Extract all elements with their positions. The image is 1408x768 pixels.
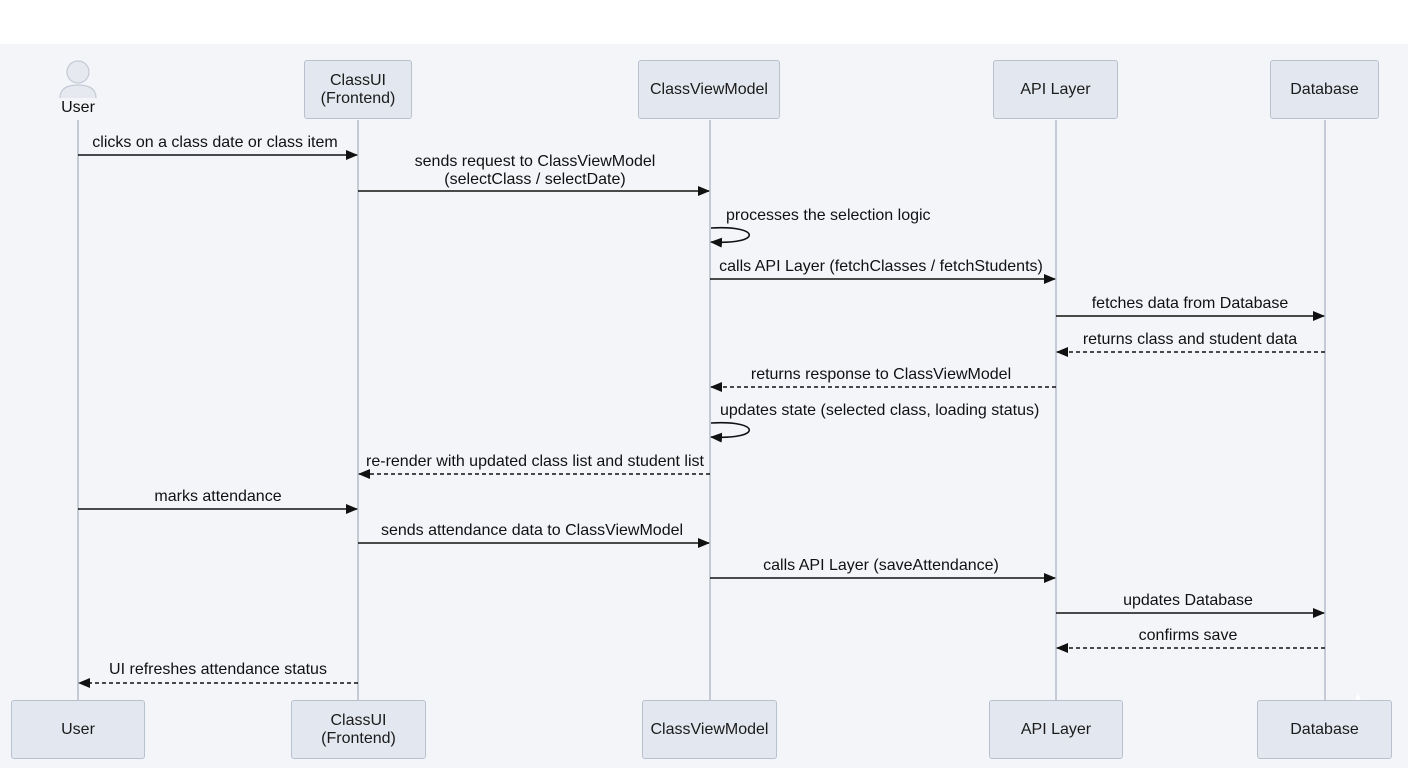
- message-label-6: returns class and student data: [1082, 331, 1298, 348]
- message-label-1: clicks on a class date or class item: [92, 134, 338, 151]
- message-label-12: calls API Layer (saveAttendance): [763, 557, 999, 574]
- diagram-canvas: [0, 44, 1408, 768]
- message-label-13: updates Database: [1123, 592, 1253, 609]
- participant-database-bottom: Database: [1257, 700, 1392, 759]
- message-label-5: fetches data from Database: [1091, 295, 1289, 312]
- msg-arrow-8-self: [710, 421, 751, 443]
- message-label-7: returns response to ClassViewModel: [750, 366, 1012, 383]
- participant-user-bottom: User: [11, 700, 145, 759]
- user-actor-icon: [59, 60, 97, 99]
- participant-api-bottom: API Layer: [989, 700, 1123, 759]
- participant-classui-top: ClassUI (Frontend): [304, 60, 412, 119]
- participant-database-top: Database: [1270, 60, 1379, 119]
- message-label-8: updates state (selected class, loading s…: [720, 402, 1040, 419]
- message-label-4: calls API Layer (fetchClasses / fetchStu…: [719, 258, 1043, 275]
- message-label-3: processes the selection logic: [726, 207, 931, 224]
- participant-classviewmodel-top: ClassViewModel: [638, 60, 780, 119]
- msg-arrow-3-self: [710, 226, 751, 248]
- participant-user-top-label: User: [61, 99, 95, 116]
- participant-classviewmodel-bottom: ClassViewModel: [642, 700, 777, 759]
- message-label-14: confirms save: [1138, 627, 1238, 644]
- message-label-2: sends request to ClassViewModel (selectC…: [414, 153, 656, 188]
- message-label-10: marks attendance: [154, 488, 282, 505]
- message-label-15: UI refreshes attendance status: [109, 661, 327, 678]
- message-label-9: re-render with updated class list and st…: [366, 453, 704, 470]
- participant-api-top: API Layer: [993, 60, 1118, 119]
- participant-classui-bottom: ClassUI (Frontend): [291, 700, 426, 759]
- message-label-11: sends attendance data to ClassViewModel: [380, 522, 684, 539]
